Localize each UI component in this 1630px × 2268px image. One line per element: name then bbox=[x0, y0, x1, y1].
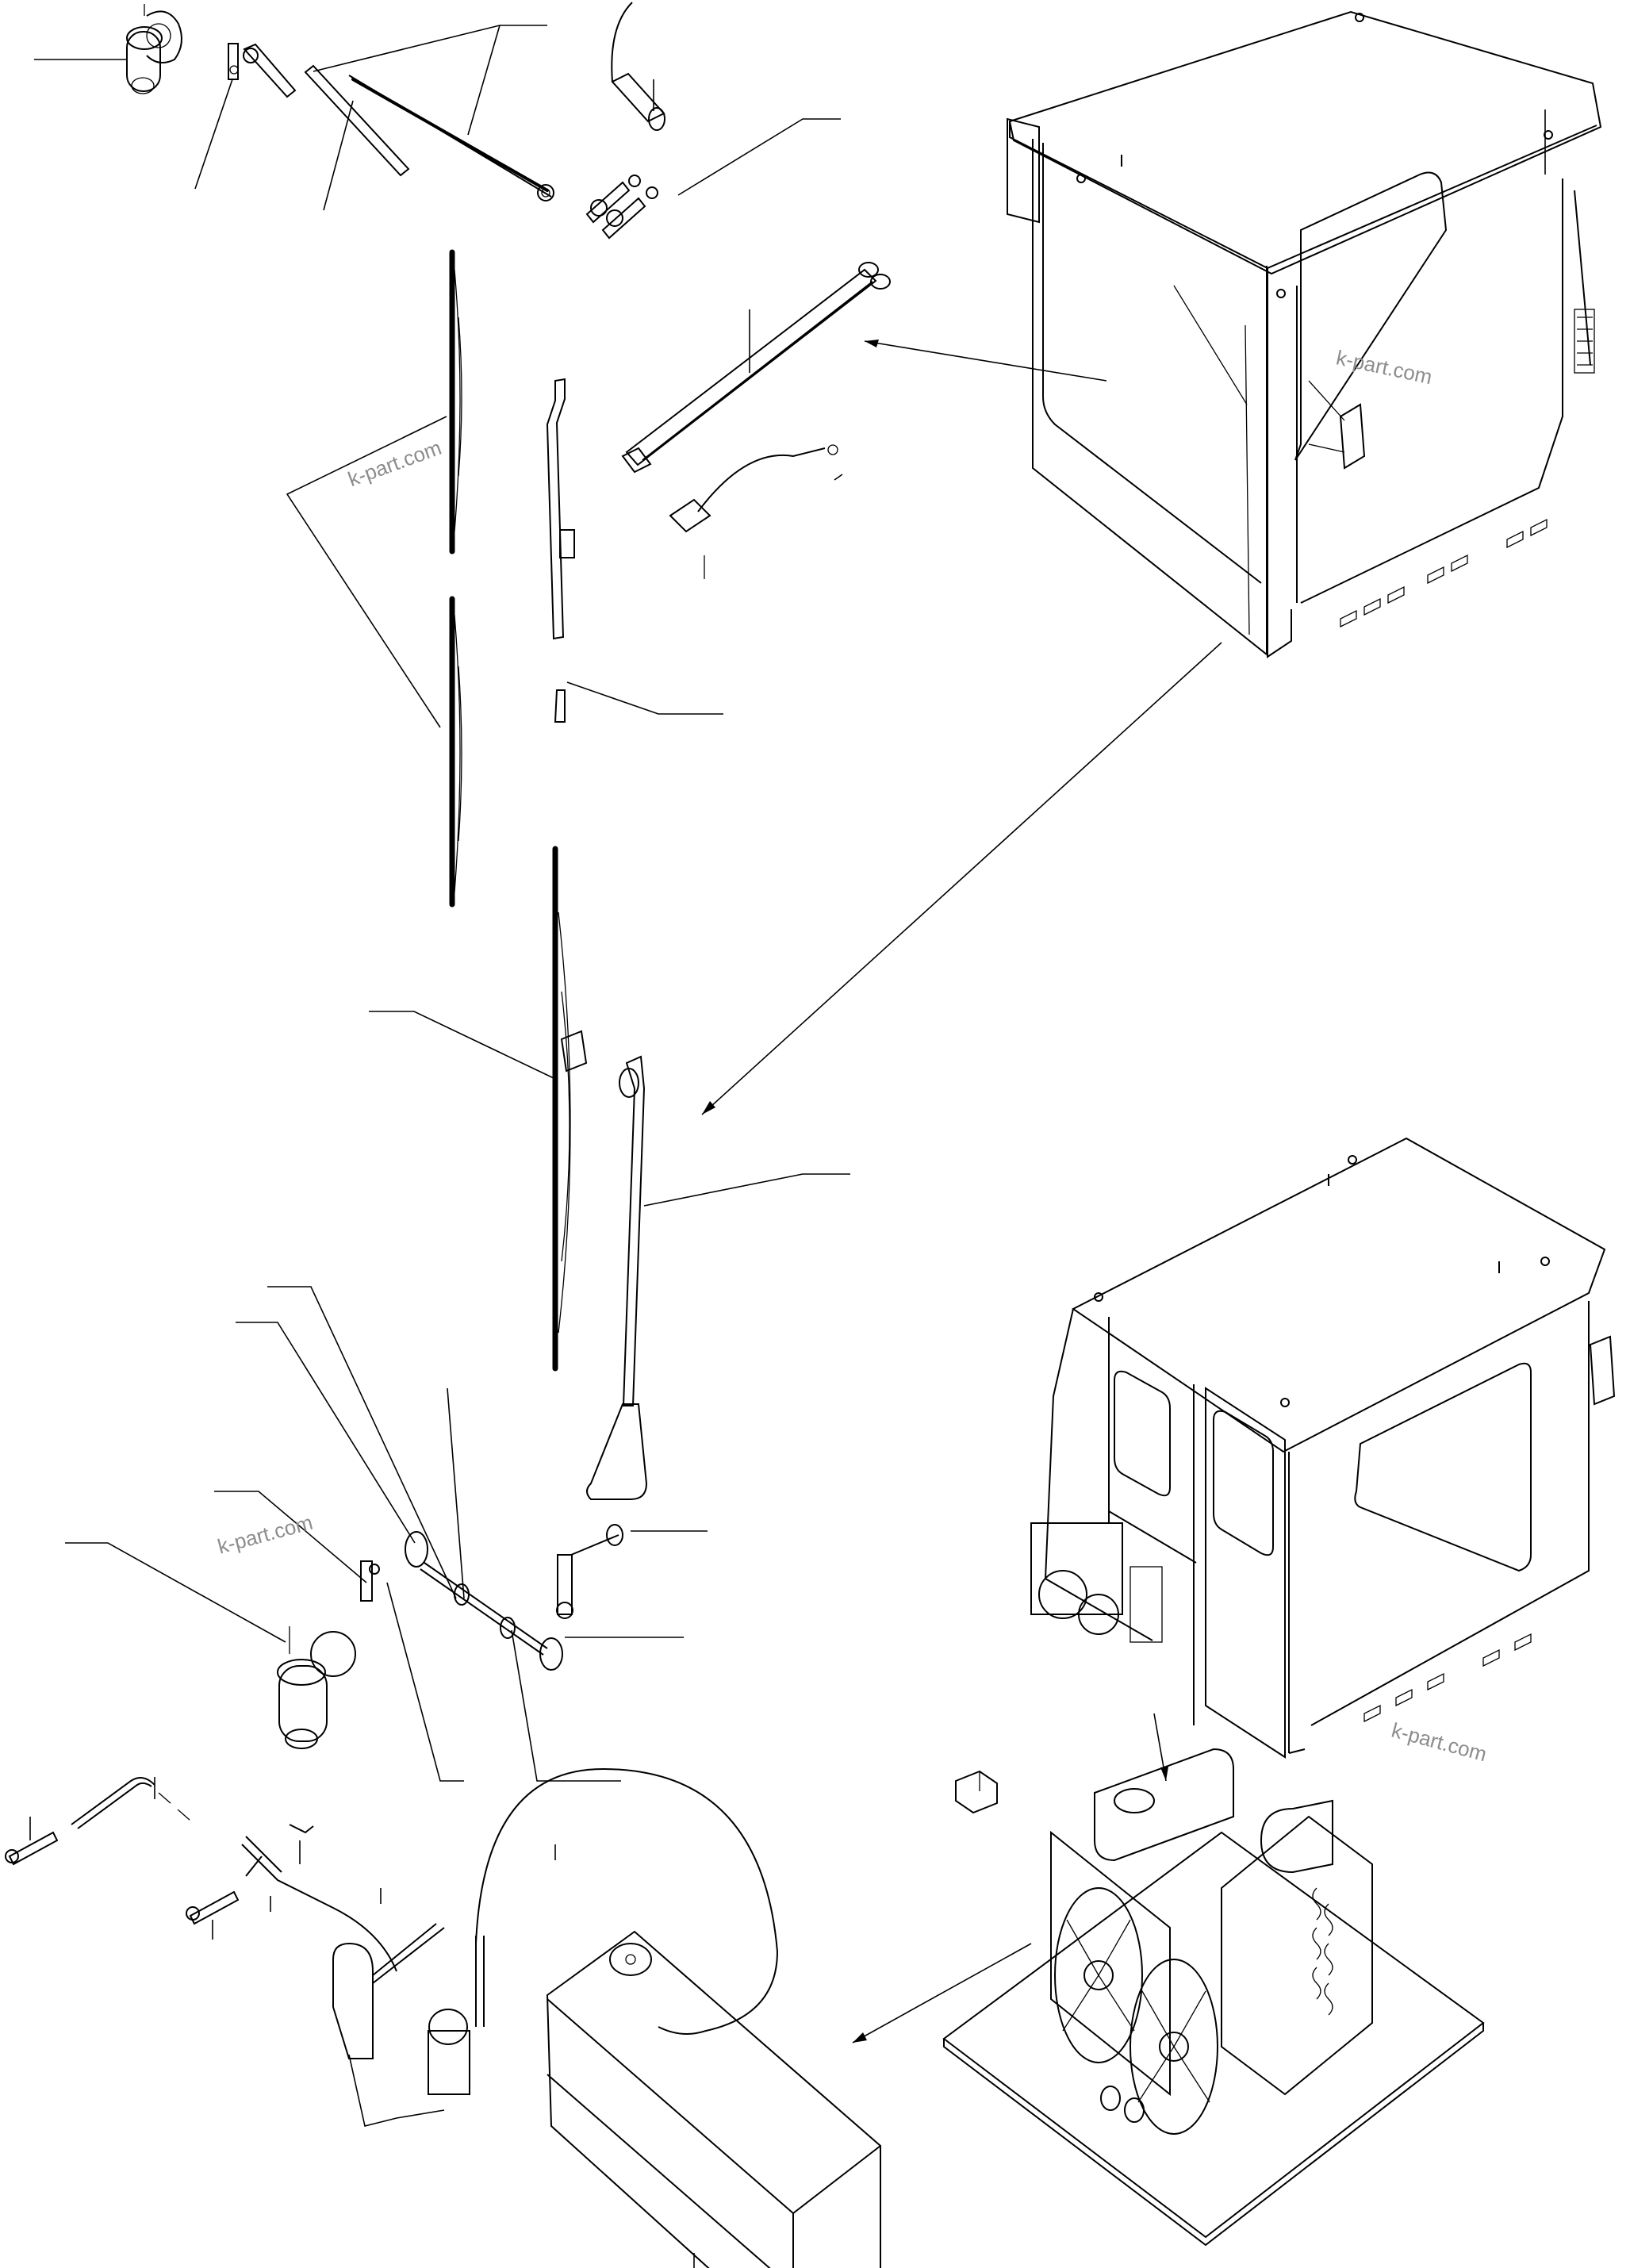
relay bbox=[955, 1770, 998, 1814]
condenser-coil bbox=[1312, 1887, 1333, 2016]
cab-front bbox=[1007, 10, 1602, 658]
link-plate-top bbox=[228, 43, 239, 80]
washer-pumps bbox=[332, 1923, 485, 2095]
washer-hoses bbox=[71, 1777, 397, 1972]
washer-hose-nozzle bbox=[611, 2, 665, 131]
wiper-blade-2 bbox=[449, 596, 462, 908]
pivot-shafts-top bbox=[585, 175, 658, 240]
link-plate-bottom bbox=[360, 1560, 380, 1602]
condenser-fan-1 bbox=[1054, 1887, 1143, 2063]
wiper-linkage-top bbox=[243, 43, 554, 201]
pantograph-arm bbox=[621, 262, 891, 474]
crank-arm bbox=[556, 1524, 623, 1619]
washer-nozzle-arm bbox=[669, 444, 838, 579]
link-rod bbox=[405, 1531, 563, 1671]
vent-grill bbox=[1577, 317, 1593, 366]
ac-unit bbox=[942, 1748, 1485, 2247]
washer-nozzles-bottom bbox=[5, 1831, 240, 1925]
cab-rear bbox=[1030, 1137, 1616, 1759]
wiper-blade-large bbox=[552, 846, 588, 1372]
front-wiper-motor bbox=[126, 4, 182, 94]
washer-tank-hose bbox=[475, 1767, 779, 2035]
wiper-arm-large bbox=[586, 1055, 648, 1500]
rear-wiper-motor bbox=[277, 1626, 356, 1749]
condenser-fan-2 bbox=[1129, 1959, 1218, 2135]
washer-tank bbox=[546, 1930, 881, 2268]
wiper-blade-1 bbox=[449, 249, 462, 555]
wiper-arm-thin bbox=[546, 378, 575, 723]
